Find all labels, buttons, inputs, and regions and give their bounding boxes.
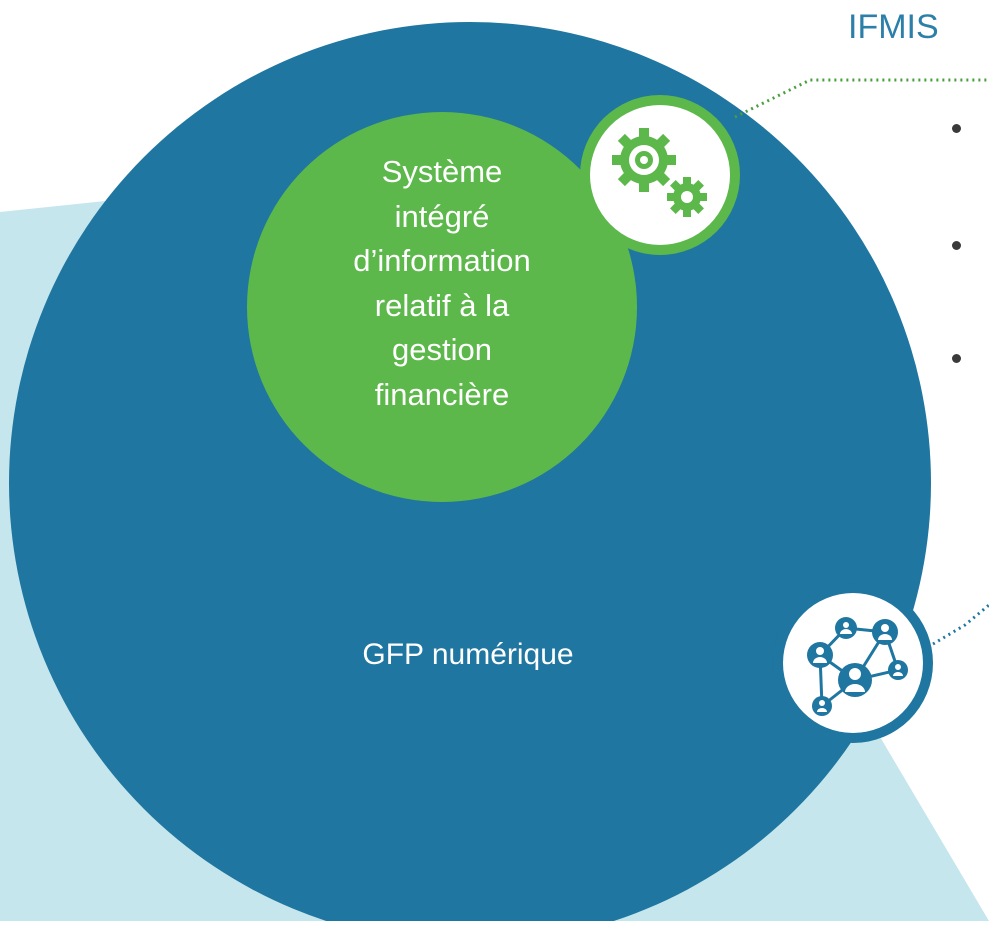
bottom-connector-line — [932, 603, 989, 646]
gears-icon — [580, 95, 740, 255]
bullet-3 — [952, 354, 961, 363]
bullet-1 — [952, 124, 961, 133]
outer-circle-label: GFP numérique — [362, 638, 574, 671]
bullet-2 — [952, 241, 961, 250]
inner-circle — [247, 112, 637, 502]
top-connector-line — [734, 78, 989, 119]
network-people-icon — [773, 583, 933, 743]
inner-circle-label: Système intégré d’information relatif à … — [353, 154, 531, 412]
ifmis-title: IFMIS — [848, 8, 939, 46]
